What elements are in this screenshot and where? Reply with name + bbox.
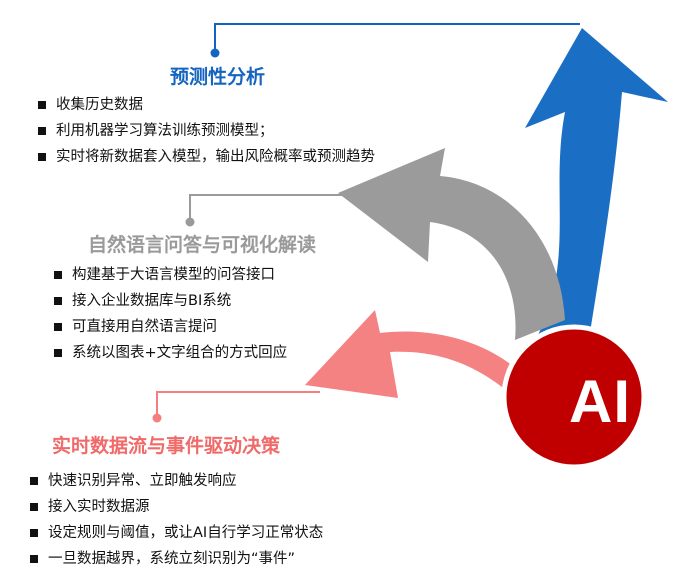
pink-connector-dot: [152, 413, 162, 423]
blue-arrow: [525, 28, 668, 345]
nlp-qa-heading: 自然语言问答与可视化解读: [88, 234, 317, 256]
predictive-analysis-heading: 预测性分析: [170, 66, 266, 88]
predictive-analysis-list: 收集历史数据 利用机器学习算法训练预测模型； 实时将新数据套入模型，输出风险概率…: [36, 92, 375, 170]
blue-connector: [214, 23, 580, 53]
nlp-qa-list: 构建基于大语言模型的问答接口 接入企业数据库与BI系统 可直接用自然语言提问 系…: [52, 262, 287, 366]
list-item: 利用机器学习算法训练预测模型；: [36, 118, 375, 144]
list-item: 收集历史数据: [36, 92, 375, 118]
blue-connector-dot: [210, 48, 220, 58]
ai-label: AI: [569, 367, 631, 435]
gray-connector-dot: [185, 217, 195, 227]
pink-connector: [156, 391, 320, 418]
list-item: 快速识别异常、立即触发响应: [28, 468, 323, 494]
list-item: 系统以图表+文字组合的方式回应: [52, 340, 287, 366]
list-item: 接入实时数据源: [28, 494, 323, 520]
ai-circle: [501, 324, 647, 470]
gray-connector: [189, 194, 372, 222]
realtime-decision-list: 快速识别异常、立即触发响应 接入实时数据源 设定规则与阈值，或让AI自行学习正常…: [28, 468, 323, 572]
list-item: 实时将新数据套入模型，输出风险概率或预测趋势: [36, 144, 375, 170]
list-item: 构建基于大语言模型的问答接口: [52, 262, 287, 288]
list-item: 一旦数据越界，系统立刻识别为“事件”: [28, 546, 323, 572]
list-item: 接入企业数据库与BI系统: [52, 288, 287, 314]
pink-arrow: [305, 310, 520, 398]
list-item: 设定规则与阈值，或让AI自行学习正常状态: [28, 520, 323, 546]
realtime-decision-heading: 实时数据流与事件驱动决策: [52, 435, 281, 457]
gray-arrow: [338, 148, 565, 340]
list-item: 可直接用自然语言提问: [52, 314, 287, 340]
